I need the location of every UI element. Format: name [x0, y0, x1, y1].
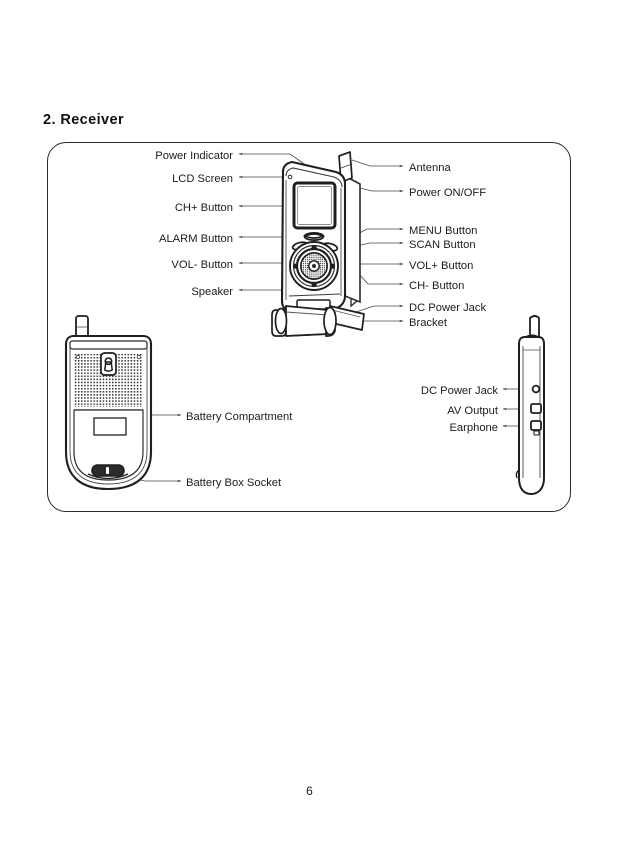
callout-antenna: Antenna — [409, 162, 451, 174]
callout-power-indicator: Power Indicator — [155, 150, 233, 162]
callout-dc-power-jack-side: DC Power Jack — [420, 385, 498, 397]
callout-alarm-button: ALARM Button — [159, 233, 233, 245]
callout-lcd-screen: LCD Screen — [172, 173, 233, 185]
callout-battery-box-socket: Battery Box Socket — [186, 477, 282, 489]
callout-dc-power-jack-front: DC Power Jack — [409, 302, 487, 314]
figure-frame — [47, 142, 571, 512]
callout-speaker: Speaker — [191, 286, 233, 298]
callout-vol-plus-button: VOL+ Button — [409, 260, 474, 272]
callout-earphone: Earphone — [449, 422, 498, 434]
callout-menu-button: MENU Button — [409, 225, 478, 237]
callout-bracket: Bracket — [409, 317, 447, 329]
callout-av-output: AV Output — [447, 405, 498, 417]
callout-power-on-off: Power ON/OFF — [409, 187, 487, 199]
page-number: 6 — [306, 784, 313, 798]
callout-scan-button: SCAN Button — [409, 239, 476, 251]
callout-ch-minus-button: CH- Button — [409, 280, 465, 292]
page-title: 2. Receiver — [43, 112, 124, 128]
callout-vol-minus-button: VOL- Button — [171, 259, 233, 271]
callout-battery-compartment: Battery Compartment — [186, 411, 293, 423]
callout-ch-plus-button: CH+ Button — [174, 202, 233, 214]
